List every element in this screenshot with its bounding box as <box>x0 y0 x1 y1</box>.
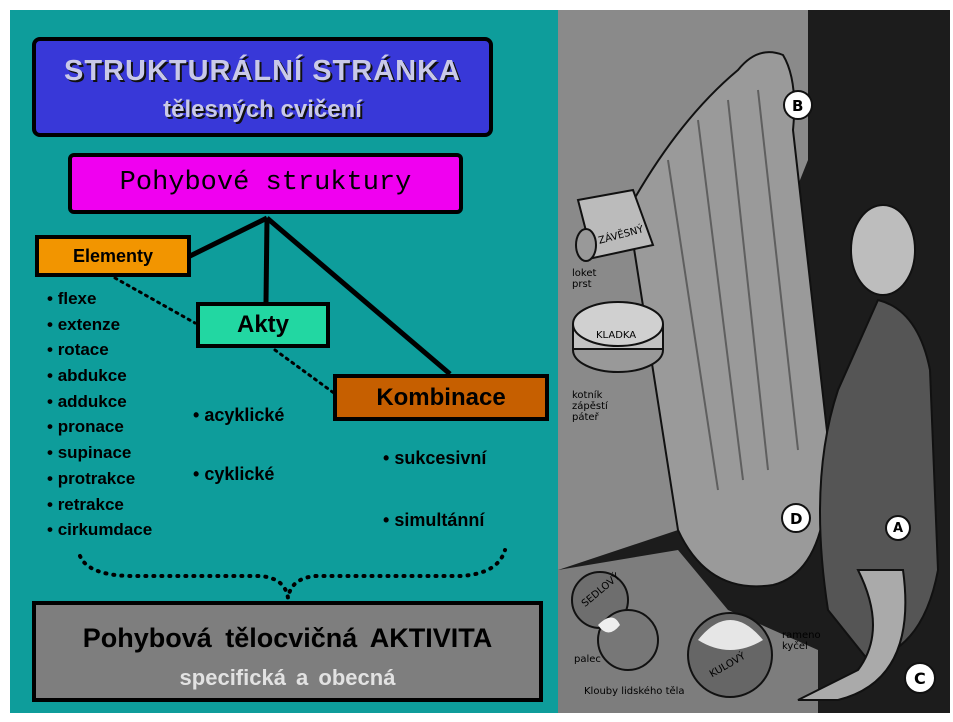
list-item: simultánní <box>383 506 486 568</box>
akty-list: acyklické cyklické <box>193 400 284 518</box>
joint-c-note: palec <box>574 654 601 665</box>
list-item: retrakce <box>47 492 152 518</box>
node-elementy: Elementy <box>35 235 191 277</box>
list-item: acyklické <box>193 400 284 459</box>
aktivita-line1: Pohybová tělocvičná AKTIVITA <box>36 623 539 654</box>
line-to-akty <box>266 218 267 302</box>
anatomy-illustration: B D A C ZÁVĚSNÝ loket prst KLADKA kotník… <box>558 10 950 713</box>
title-line2: tělesných cvičení <box>36 96 489 124</box>
aktivita-line2: specifická a obecná <box>36 665 539 691</box>
joint-d-note: rameno kyčel <box>782 630 826 652</box>
marker-a: A <box>893 521 903 536</box>
root-node-pohybove-struktury: Pohybové struktury <box>68 153 463 214</box>
node-akty: Akty <box>196 302 330 348</box>
elementy-list: flexe extenze rotace abdukce addukce pro… <box>47 286 152 543</box>
marker-b: B <box>792 97 803 115</box>
list-item: cyklické <box>193 459 284 518</box>
list-item: extenze <box>47 312 152 338</box>
title-line1: STRUKTURÁLNÍ STRÁNKA <box>36 55 489 88</box>
node-kombinace: Kombinace <box>333 374 549 421</box>
joint-a-note: loket prst <box>572 268 602 290</box>
line-to-elementy <box>190 218 267 256</box>
list-item: rotace <box>47 337 152 363</box>
marker-c: C <box>914 669 926 688</box>
list-item: protrakce <box>47 466 152 492</box>
list-item: abdukce <box>47 363 152 389</box>
joint-d-icon <box>688 613 772 697</box>
list-item: sukcesivní <box>383 444 486 506</box>
joint-b-label: KLADKA <box>596 330 636 341</box>
title-box: STRUKTURÁLNÍ STRÁNKA tělesných cvičení <box>32 37 493 137</box>
marker-d: D <box>790 510 802 528</box>
dotted-akty-kombinace <box>275 350 338 396</box>
joints-caption: Klouby lidského těla <box>584 686 694 697</box>
illustration-svg <box>558 10 950 713</box>
kombinace-list: sukcesivní simultánní <box>383 444 486 568</box>
aktivita-box: Pohybová tělocvičná AKTIVITA specifická … <box>32 601 543 702</box>
list-item: supinace <box>47 440 152 466</box>
joint-b-note: kotník zápěstí páteř <box>572 390 612 423</box>
list-item: flexe <box>47 286 152 312</box>
list-item: cirkumdace <box>47 517 152 543</box>
list-item: pronace <box>47 414 152 440</box>
list-item: addukce <box>47 389 152 415</box>
line-to-kombinace <box>267 218 450 374</box>
head-shape <box>851 205 915 295</box>
